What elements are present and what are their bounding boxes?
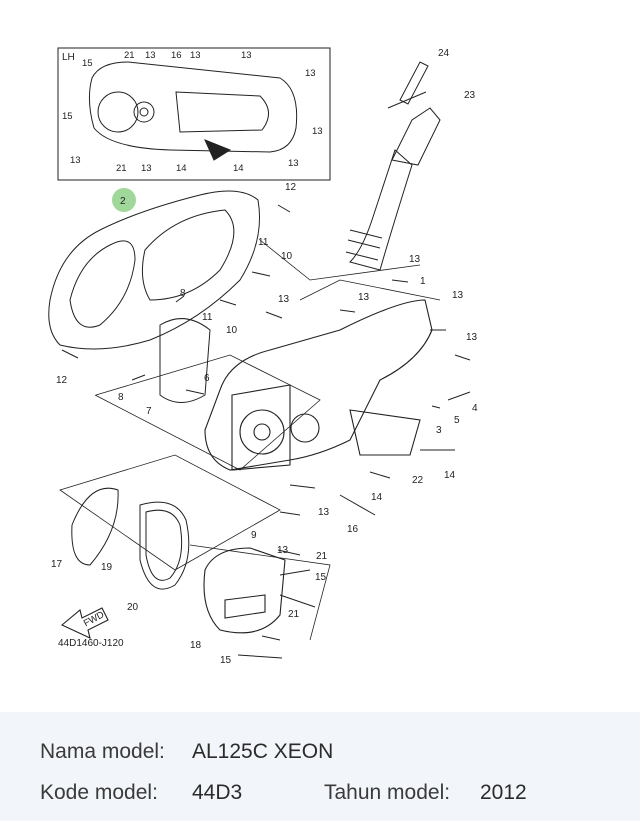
svg-text:16: 16	[171, 50, 182, 61]
svg-text:14: 14	[233, 163, 244, 174]
svg-text:13: 13	[312, 126, 323, 137]
inset-callouts: 15 21 13 16 13 13 13 15 13 13 21 13 14 14 13	[62, 50, 323, 174]
svg-text:12: 12	[285, 182, 297, 193]
svg-text:13: 13	[288, 158, 299, 169]
svg-text:3: 3	[436, 425, 442, 436]
svg-text:6: 6	[204, 373, 210, 384]
fwd-arrow-icon	[60, 607, 109, 639]
svg-text:24: 24	[438, 48, 450, 59]
svg-text:22: 22	[412, 475, 424, 486]
air-duct-part	[345, 61, 441, 271]
svg-text:19: 19	[101, 562, 113, 573]
highlight-callout-marker[interactable]	[112, 188, 136, 212]
svg-text:14: 14	[176, 163, 187, 174]
svg-text:21: 21	[124, 50, 135, 61]
svg-text:21: 21	[288, 609, 300, 620]
model-info-panel: Nama model: AL125C XEON Kode model: 44D3…	[0, 712, 640, 821]
svg-text:21: 21	[116, 163, 127, 174]
svg-text:18: 18	[190, 640, 202, 651]
svg-text:13: 13	[452, 290, 464, 301]
svg-text:15: 15	[82, 58, 93, 69]
svg-text:8: 8	[180, 288, 186, 299]
lh-inset	[57, 47, 331, 181]
svg-text:9: 9	[251, 530, 257, 541]
model-name-value: AL125C XEON	[192, 740, 334, 763]
assembly-guides	[59, 239, 441, 641]
cover-18-part	[203, 547, 286, 634]
svg-text:15: 15	[220, 655, 232, 666]
model-year-label: Tahun model:	[324, 781, 451, 804]
svg-text:11: 11	[202, 312, 213, 323]
model-name-label: Nama model:	[40, 740, 165, 763]
svg-text:13: 13	[318, 507, 330, 518]
svg-text:20: 20	[127, 602, 139, 613]
svg-text:21: 21	[316, 551, 328, 562]
svg-text:15: 15	[315, 572, 327, 583]
svg-text:13: 13	[305, 68, 316, 79]
svg-text:10: 10	[226, 325, 238, 336]
svg-text:7: 7	[146, 406, 152, 417]
gasket-part	[48, 190, 261, 350]
svg-text:1: 1	[420, 276, 426, 287]
svg-text:8: 8	[118, 392, 124, 403]
svg-text:16: 16	[347, 524, 359, 535]
svg-text:13: 13	[358, 292, 370, 303]
cover-17-part	[71, 487, 190, 590]
svg-text:13: 13	[190, 50, 201, 61]
svg-text:14: 14	[371, 492, 383, 503]
svg-text:11: 11	[258, 237, 269, 248]
svg-text:4: 4	[472, 403, 478, 414]
svg-text:13: 13	[70, 155, 81, 166]
svg-text:13: 13	[409, 254, 421, 265]
svg-text:15: 15	[62, 111, 73, 122]
inset-lh-label: LH	[62, 52, 75, 63]
model-year-value: 2012	[480, 781, 527, 804]
svg-text:10: 10	[281, 251, 293, 262]
bolts	[61, 204, 471, 659]
svg-text:12: 12	[56, 375, 68, 386]
svg-text:17: 17	[51, 559, 63, 570]
plate-part	[159, 318, 211, 403]
model-code-label: Kode model:	[40, 781, 158, 804]
svg-text:14: 14	[444, 470, 456, 481]
svg-text:13: 13	[278, 294, 290, 305]
highlight-callout-label: 2	[120, 196, 126, 207]
callouts: 24 23 12 11 10 13 1 13 8 13 13 11 10 13 12 6 8 7 4 5 3…	[51, 48, 478, 666]
svg-text:13: 13	[241, 50, 252, 61]
fwd-label: FWD	[82, 609, 106, 629]
svg-text:13: 13	[466, 332, 478, 343]
crankcase-cover-part	[204, 299, 433, 471]
svg-text:5: 5	[454, 415, 460, 426]
svg-text:13: 13	[145, 50, 156, 61]
svg-text:13: 13	[141, 163, 152, 174]
diagram-code: 44D1460-J120	[58, 638, 124, 649]
model-code-value: 44D3	[192, 781, 243, 804]
svg-text:23: 23	[464, 90, 476, 101]
svg-text:13: 13	[277, 545, 289, 556]
